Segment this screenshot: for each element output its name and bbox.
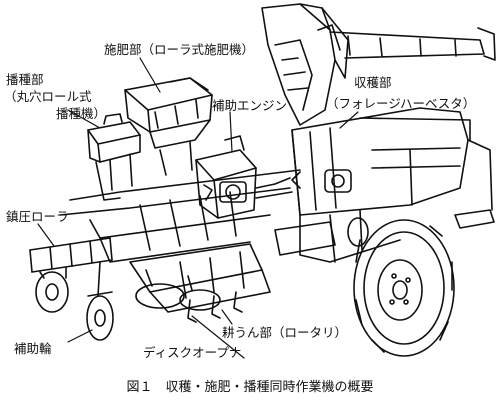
label-seeding-unit-line3: 播種機） xyxy=(56,106,107,121)
label-seeding-unit-line1: 播種部 xyxy=(6,72,44,87)
seeder-boxes xyxy=(87,113,141,201)
leader-lines xyxy=(37,57,359,359)
auxiliary-wheel xyxy=(86,261,114,341)
label-tillage-unit: 耕うん部（ロータリ） xyxy=(222,325,348,340)
label-seeding-unit-line2: （丸穴ロール式 xyxy=(4,89,92,104)
press-roller xyxy=(29,237,113,313)
figure-caption: 図１ 収穫・施肥・播種同時作業機の概要 xyxy=(126,380,374,395)
label-harvest-unit-line1: 収穫部 xyxy=(354,75,392,90)
fertilizer-hopper xyxy=(124,77,213,176)
forage-harvester xyxy=(261,3,496,357)
label-fertilizer-unit: 施肥部（ローラ式施肥機） xyxy=(104,42,255,57)
tillage-frame xyxy=(59,169,301,323)
label-disc-opener: ディスクオープナ xyxy=(143,345,242,360)
label-harvest-unit-line2: （フォレージハーベスタ） xyxy=(326,96,476,111)
label-auxiliary-engine: 補助エンジン xyxy=(212,98,288,113)
label-press-roller: 鎮圧ローラ xyxy=(6,209,69,224)
label-auxiliary-wheel: 補助輪 xyxy=(14,341,52,356)
